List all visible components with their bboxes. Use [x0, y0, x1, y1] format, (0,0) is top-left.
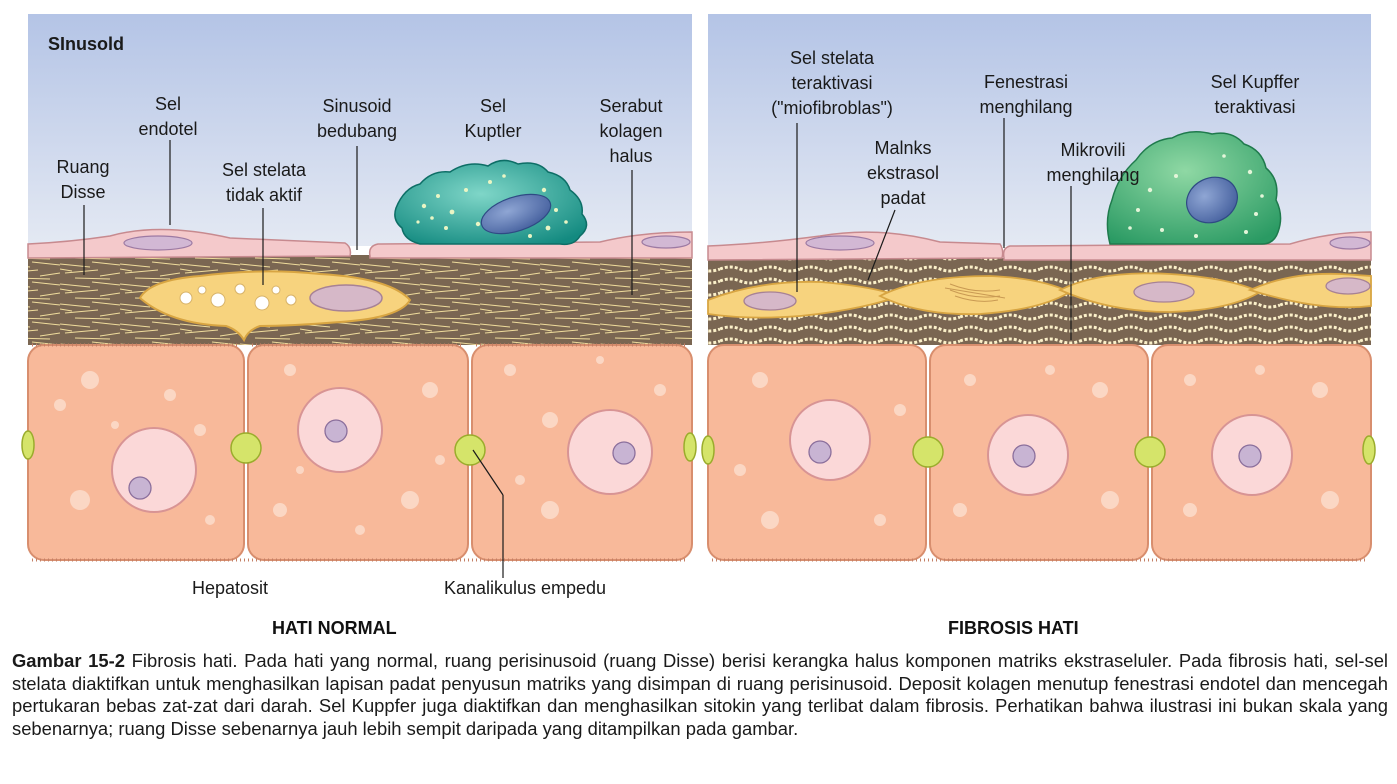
label-sinusoid-bedubang: Sinusoid bedubang: [316, 96, 398, 141]
caption-label: Gambar 15-2: [12, 650, 125, 671]
kupffer-cell-normal: [394, 159, 588, 246]
label-matriks-ekstrasel: Malnks ekstrasol padat: [866, 138, 940, 208]
fibrosis-panel: [701, 14, 1376, 562]
bile-canaliculus-fibrosis: [701, 435, 1376, 468]
label-hepatosit: Hepatosit: [191, 578, 269, 598]
bile-canaliculus-normal: [21, 430, 697, 466]
label-sel-endotel: Sel endotel: [138, 94, 198, 139]
liver-fibrosis-diagram: [21, 14, 1376, 578]
label-fenestrasi-menghilang: Fenestrasi menghilang: [979, 72, 1073, 117]
panel-title-normal: HATI NORMAL: [272, 618, 397, 638]
caption-text: Fibrosis hati. Pada hati yang normal, ru…: [12, 650, 1389, 739]
label-mikrovili-menghilang: Mikrovili menghilang: [1046, 140, 1140, 185]
hepatocyte-fibrosis-2: [929, 344, 1149, 561]
panel-title-fibrosis: FIBROSIS HATI: [948, 618, 1079, 638]
label-sel-stelata-teraktivasi: Sel stelata teraktivasi ("miofibroblas"): [771, 48, 893, 118]
hepatocyte-fibrosis-1: [707, 344, 927, 561]
label-sel-stelata-tidak-aktif: Sel stelata tidak aktif: [221, 160, 307, 205]
hepatocyte-fibrosis-3: [1151, 344, 1372, 561]
hepatocyte-normal-1: [27, 344, 245, 561]
hepatocyte-normal-2: [247, 344, 469, 561]
label-kanalikulus-empedu: Kanalikulus empedu: [443, 578, 607, 598]
label-sel-kuptler: Sel Kuptler: [464, 96, 522, 141]
label-ruang-disse: Ruang Disse: [56, 157, 110, 202]
normal-panel: [21, 14, 697, 578]
sinusoid-title: SInusold: [48, 34, 124, 54]
hepatocyte-normal-3: [471, 344, 693, 561]
figure-caption: Gambar 15-2 Fibrosis hati. Pada hati yan…: [12, 650, 1388, 740]
label-sel-kupffer-teraktivasi: Sel Kupffer teraktivasi: [1210, 72, 1300, 117]
label-serabut-kolagen: Serabut kolagen halus: [599, 96, 663, 166]
